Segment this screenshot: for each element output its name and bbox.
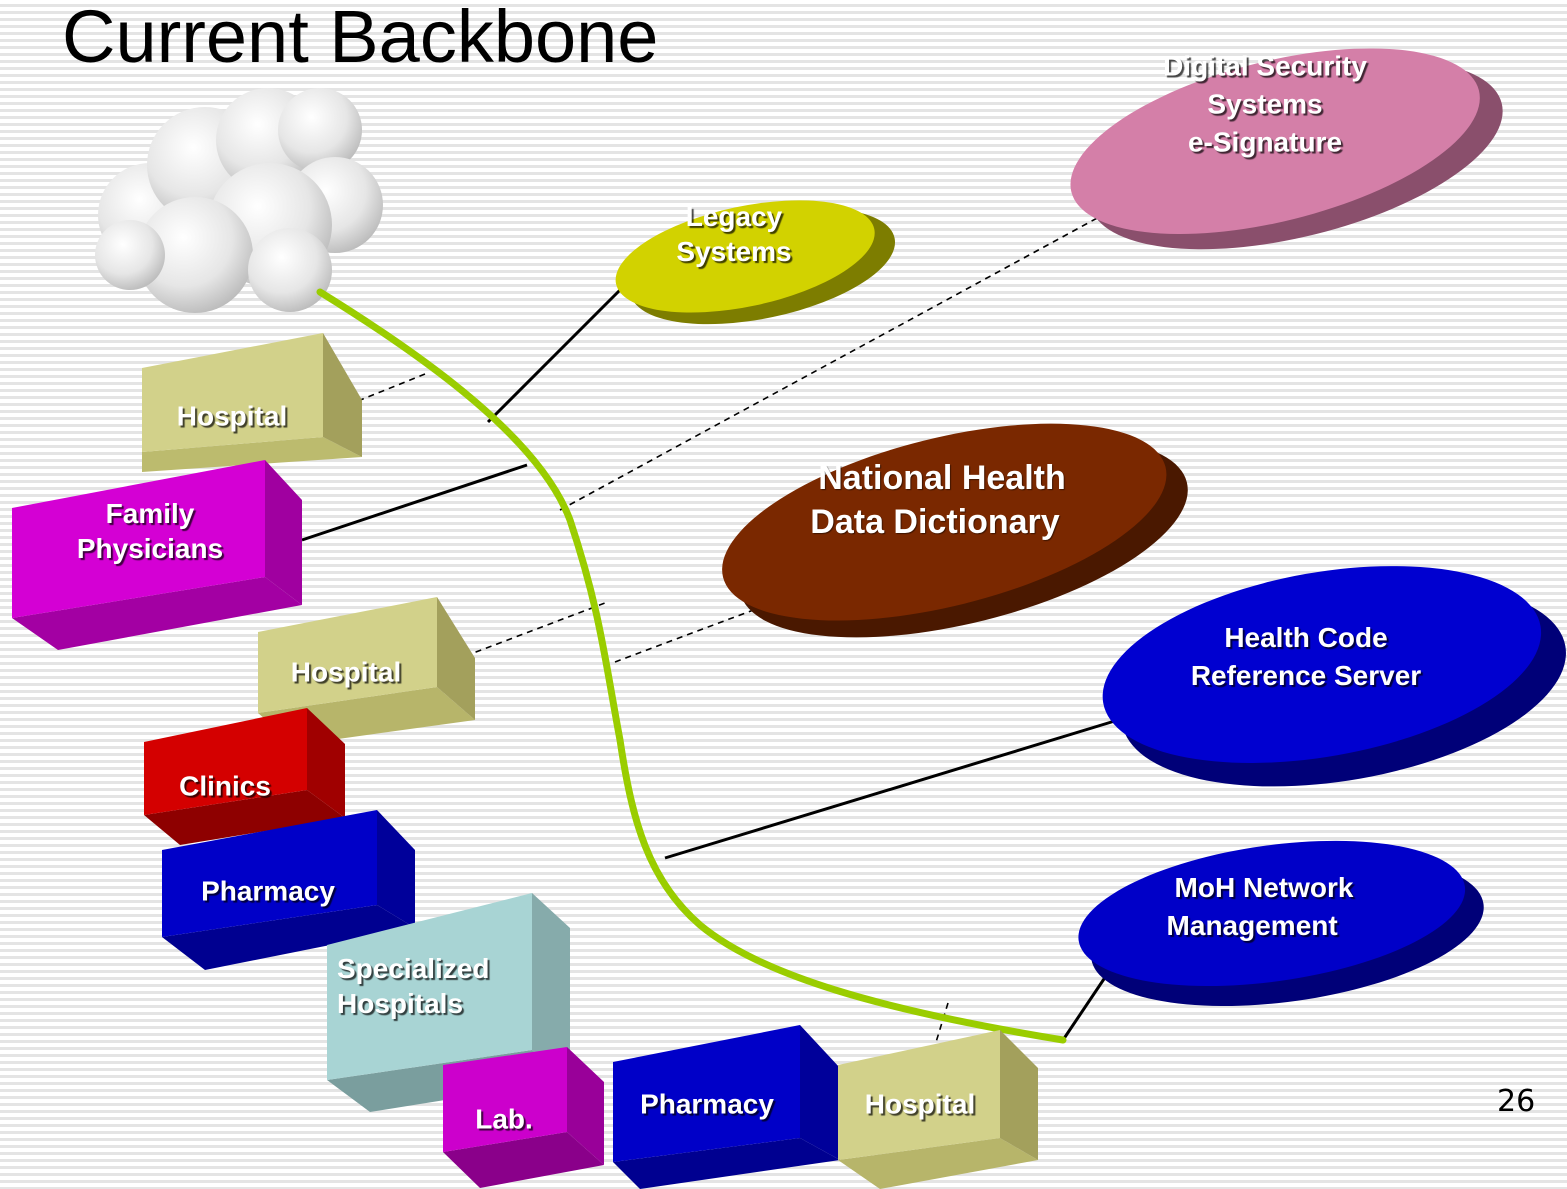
label-national-health-line-2: Data Dictionary	[810, 503, 1060, 541]
slide-title: Current Backbone	[62, 0, 659, 78]
label-national-health: National Health Data Dictionary	[804, 456, 1065, 544]
label-health-code-line-1: Health Code	[1224, 622, 1388, 654]
connector-hospital-bottom	[932, 1002, 949, 1053]
label-moh-network-line-2: Management	[1166, 910, 1338, 941]
label-hospital-bottom: Hospital	[864, 1088, 976, 1120]
disc-national-health	[722, 423, 1188, 638]
label-pharmacy-left: Pharmacy	[201, 875, 335, 907]
connector-hospital-mid	[454, 602, 606, 661]
label-hospital-top: Hospital	[176, 400, 288, 432]
label-specialized-hospitals-line-2: Hospitals	[337, 988, 464, 1019]
cloud-icon	[95, 88, 383, 313]
label-national-health-line-1: National Health	[818, 458, 1066, 497]
label-digital-security-line-3: e-Signature	[1187, 125, 1343, 157]
label-specialized-hospitals-line-1: Specialized	[337, 953, 490, 984]
label-family-physicians-line-2: Physicians	[76, 533, 224, 564]
label-digital-security: Digital Security Systems e-Signature	[1163, 47, 1367, 160]
label-clinics: Clinics	[179, 770, 271, 802]
label-legacy-systems-line-1: Legacy	[685, 201, 783, 232]
box-pharmacy-left	[162, 810, 415, 970]
box-hospital-top	[142, 333, 362, 472]
label-digital-security-line-2: Systems	[1207, 88, 1323, 120]
disc-moh-network	[1078, 840, 1484, 1007]
label-moh-network: MoH Network Management	[1167, 869, 1354, 945]
label-health-code-line-2: Reference Server	[1190, 660, 1422, 691]
connector-national-health	[614, 602, 773, 663]
box-pharmacy-bottom	[613, 1025, 840, 1189]
box-hospital-bottom	[838, 1030, 1038, 1189]
connector-family-physicians	[301, 463, 528, 542]
label-hospital-mid: Hospital	[290, 656, 402, 688]
connector-health-code	[664, 718, 1119, 860]
label-family-physicians: Family Physicians	[77, 496, 223, 566]
label-family-physicians-line-1: Family	[105, 498, 195, 529]
label-health-code: Health Code Reference Server	[1191, 619, 1421, 695]
label-legacy-systems: Legacy Systems	[676, 199, 791, 269]
disc-digital-security	[1070, 48, 1503, 250]
box-lab	[443, 1047, 604, 1188]
label-lab: Lab.	[475, 1103, 533, 1135]
backbone-line	[316, 288, 1067, 1044]
disc-health-code	[1102, 566, 1566, 787]
box-clinics	[144, 708, 345, 845]
disc-legacy-systems	[615, 200, 896, 325]
label-pharmacy-bottom: Pharmacy	[640, 1088, 774, 1120]
label-specialized-hospitals: Specialized Hospitals	[337, 951, 490, 1021]
label-moh-network-line-1: MoH Network	[1174, 872, 1354, 904]
connector-moh-network	[1061, 969, 1112, 1041]
label-legacy-systems-line-2: Systems	[676, 236, 792, 267]
connector-legacy-systems	[486, 276, 634, 424]
page-number: 26	[1497, 1084, 1536, 1119]
connector-digital-security	[559, 209, 1113, 511]
label-digital-security-line-1: Digital Security	[1163, 50, 1367, 82]
box-family-physicians	[12, 460, 302, 650]
